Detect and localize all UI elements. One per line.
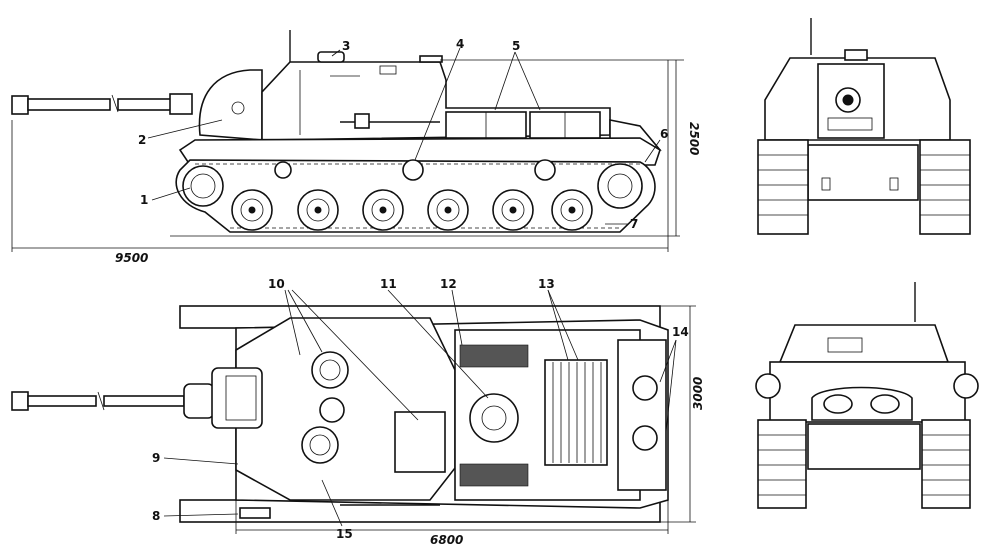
top-gun-barrel xyxy=(11,383,215,419)
side-return-rollers xyxy=(274,159,556,181)
top-fan-cover xyxy=(469,393,519,443)
rear-fuel-drum-left xyxy=(755,373,781,399)
front-view xyxy=(757,18,971,235)
rear-fuel-drum-right xyxy=(953,373,979,399)
callout-10: 10 xyxy=(268,277,285,291)
dimension-top-length: 6800 xyxy=(430,533,463,547)
top-hatch-3 xyxy=(301,426,339,464)
side-gun-barrel xyxy=(11,93,193,115)
front-track-right xyxy=(919,139,971,235)
rear-lower-hull xyxy=(807,423,921,470)
side-view xyxy=(11,30,684,252)
top-grilles xyxy=(459,344,529,487)
callout-12: 12 xyxy=(440,277,457,291)
front-lower-hull xyxy=(807,144,919,201)
front-track-left xyxy=(757,139,809,235)
top-commander-hatch xyxy=(394,411,446,473)
top-radiator-louvers xyxy=(544,359,608,466)
top-hatch-2 xyxy=(319,397,345,423)
callout-8: 8 xyxy=(152,509,160,523)
callout-13: 13 xyxy=(538,277,555,291)
callout-1: 1 xyxy=(140,193,148,207)
callout-15: 15 xyxy=(336,527,353,541)
side-idler-wheel xyxy=(182,165,224,207)
side-road-wheels xyxy=(231,189,593,231)
top-view xyxy=(11,289,696,534)
side-cupola xyxy=(317,51,345,63)
callout-11: 11 xyxy=(380,277,397,291)
callout-7: 7 xyxy=(630,217,638,231)
top-hatch-1 xyxy=(311,351,349,389)
side-mantlet xyxy=(198,69,263,141)
side-track-links xyxy=(195,163,640,229)
top-mantlet xyxy=(211,367,263,429)
callout-5: 5 xyxy=(512,39,520,53)
front-track-links xyxy=(758,154,970,216)
dimension-side-height: 2500 xyxy=(687,122,701,155)
callout-14: 14 xyxy=(672,325,689,339)
rear-track-links xyxy=(758,434,970,496)
dimension-side-length: 9500 xyxy=(115,251,148,265)
dimension-top-width: 3000 xyxy=(691,377,705,410)
side-drive-sprocket xyxy=(597,163,643,209)
callout-3: 3 xyxy=(342,39,350,53)
callout-2: 2 xyxy=(138,133,146,147)
callout-6: 6 xyxy=(660,127,668,141)
side-track xyxy=(175,159,656,233)
rear-view xyxy=(755,282,979,509)
top-rear-plate xyxy=(617,339,667,491)
callout-4: 4 xyxy=(456,37,464,51)
callout-9: 9 xyxy=(152,451,160,465)
rear-superstructure xyxy=(778,324,950,363)
